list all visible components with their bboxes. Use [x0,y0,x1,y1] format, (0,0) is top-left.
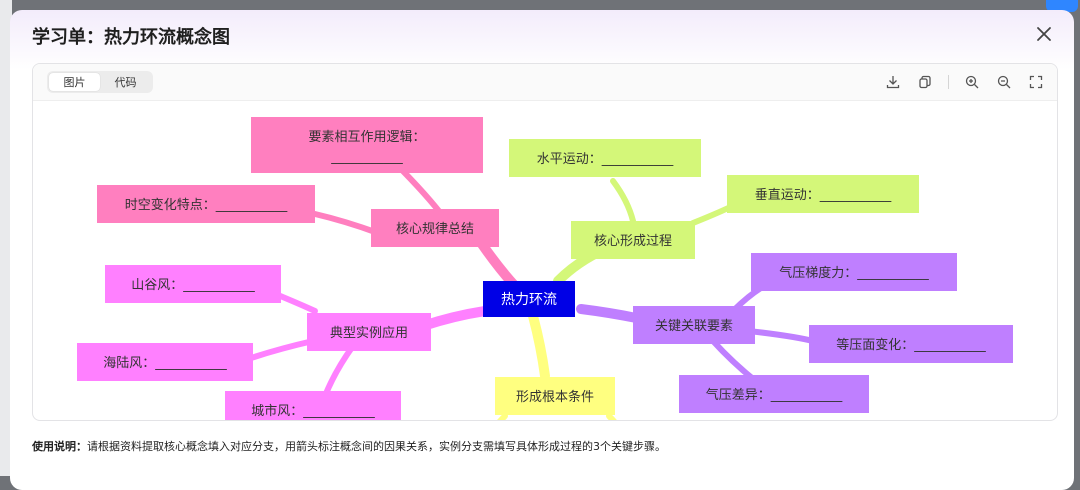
zoom-in-button[interactable] [963,73,981,91]
usage-note: 使用说明：请根据资料提取核心概念填入对应分支，用箭头标注概念间的因果关系，实例分… [32,438,666,454]
download-button[interactable] [884,73,902,91]
leaf-city-wind-box [225,391,401,420]
zoom-out-icon [997,75,1011,89]
fullscreen-button[interactable] [1027,73,1045,91]
center-node-label: 热力环流 [501,292,557,308]
mindmap-diagram: 热力环流 核心规律总结 要素相互作用逻辑： ___________ 时空变化特点… [77,117,1013,420]
leaf-pressure-gradient: 气压梯度力：___________ [751,253,957,291]
usage-note-prefix: 使用说明： [32,440,87,453]
leaf-pressure-gradient-box [751,253,957,291]
branch-key-elements-box [633,306,755,344]
image-viewer: 图片 代码 [32,63,1058,421]
leaf-isobar-change-box [809,325,1013,363]
leaf-vertical-motion: 垂直运动：___________ [727,175,919,213]
leaf-pressure-difference: 气压差异：___________ [679,375,869,413]
leaf-interaction-logic-blank: ___________ [330,150,403,165]
branch-typical-examples-label: 典型实例应用 [330,325,408,341]
leaf-horizontal-motion-label: 水平运动：___________ [537,152,674,167]
leaf-valley-wind: 山谷风：___________ [105,265,281,303]
copy-icon [919,75,931,89]
branch-key-elements: 关键关联要素 [633,306,755,344]
usage-note-text: 请根据资料提取核心概念填入对应分支，用箭头标注概念间的因果关系，实例分支需填写具… [87,440,666,453]
branch-core-summary-label: 核心规律总结 [396,222,474,237]
branch-key-elements-label: 关键关联要素 [655,319,733,334]
connector-summary-time [312,211,381,236]
connector-examples-sealand [245,338,316,362]
tab-image[interactable]: 图片 [49,73,100,91]
leaf-time-space: 时空变化特点：___________ [97,185,315,223]
toolbar-divider [948,75,949,89]
download-icon [886,76,900,89]
tab-code[interactable]: 代码 [114,76,137,89]
branch-core-summary: 核心规律总结 [371,209,499,247]
close-icon [1037,27,1051,41]
leaf-valley-wind-label: 山谷风：___________ [131,278,255,293]
connector-elements-isobar [746,328,816,344]
leaf-isobar-change: 等压面变化：___________ [809,325,1013,363]
center-node-box [483,281,575,317]
leaf-city-wind: 城市风：___________ [225,391,401,420]
fullscreen-icon [1029,75,1043,89]
branch-fundamental-conditions-box [495,377,615,415]
leaf-sea-land-breeze-label: 海陆风：___________ [103,355,227,371]
branch-core-process-box [571,221,695,259]
connector-core-conditions [528,311,550,381]
branch-typical-examples: 典型实例应用 [307,313,431,351]
connector-examples-city [322,343,356,399]
view-toggle: 图片 代码 [47,71,153,93]
leaf-sea-land-breeze: 海陆风：___________ [77,343,253,381]
leaf-time-space-label: 时空变化特点：___________ [125,197,288,213]
leaf-interaction-logic-box [251,117,483,173]
leaf-pressure-difference-box [679,375,869,413]
leaf-vertical-motion-box [727,175,919,213]
leaf-isobar-change-label: 等压面变化：___________ [836,337,986,353]
leaf-pressure-difference-label: 气压差异：___________ [706,387,843,403]
close-button[interactable] [1032,22,1056,46]
connector-conditions-right [606,413,617,420]
backdrop-panel [0,0,12,476]
leaf-horizontal-motion-box [509,139,701,177]
branch-typical-examples-box [307,313,431,351]
leaf-sea-land-breeze-box [77,343,253,381]
corner-badge [1046,0,1078,12]
copy-button[interactable] [916,73,934,91]
branch-core-process: 核心形成过程 [571,221,695,259]
branch-fundamental-conditions: 形成根本条件 [495,377,615,415]
leaf-interaction-logic: 要素相互作用逻辑： ___________ [251,117,483,173]
branch-fundamental-conditions-label: 形成根本条件 [516,389,594,405]
leaf-valley-wind-box [105,265,281,303]
connector-conditions-left [497,413,508,420]
leaf-city-wind-label: 城市风：___________ [251,403,375,419]
modal-title: 学习单：热力环流概念图 [32,27,230,48]
connector-core-examples [418,306,490,331]
leaf-pressure-gradient-label: 气压梯度力：___________ [779,265,929,281]
modal-dialog: 学习单：热力环流概念图 图片 代码 [10,10,1074,490]
zoom-out-button[interactable] [995,73,1013,91]
branch-core-process-label: 核心形成过程 [594,234,672,249]
viewer-toolbar: 图片 代码 [33,64,1057,101]
connector-process-horizontal [610,178,636,224]
connector-core-elements [576,304,646,324]
leaf-vertical-motion-label: 垂直运动：___________ [755,188,892,203]
center-node: 热力环流 [483,281,575,317]
leaf-time-space-box [97,185,315,223]
branch-core-summary-box [371,209,499,247]
leaf-horizontal-motion: 水平运动：___________ [509,139,701,177]
leaf-interaction-logic-label: 要素相互作用逻辑： [308,130,425,145]
zoom-in-icon [965,75,979,89]
